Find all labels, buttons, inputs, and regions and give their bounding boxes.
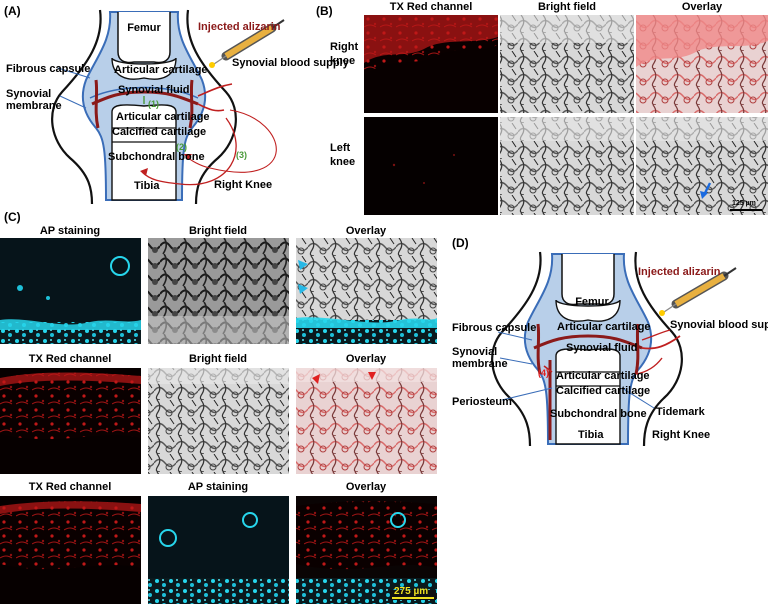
synovial-blood-supply-label-d: Synovial blood supply [670,319,768,331]
leg-outline-left [51,9,102,205]
articular-cartilage-bottom-label-a: Articular cartilage [116,111,210,123]
tidemark-label-d: Tidemark [656,406,705,418]
femur-label-a: Femur [127,22,161,34]
subchondral-bone-label-d: Subchondral bone [550,408,647,420]
c-r2-col1: TX Red channel [28,353,112,365]
injected-alizarin-label-a: Injected alizarin [198,21,281,33]
route-1-label: (1) [148,99,159,109]
panel-c-letter: (C) [4,210,21,224]
tibia-label-a: Tibia [134,180,160,192]
b-row-right-knee: Right knee [330,41,359,67]
calcified-cartilage-label-a: Calcified cartilage [112,126,207,138]
articular-cartilage-bottom-label-d: Articular cartilage [556,370,650,382]
subchondral-bone-label-a: Subchondral bone [108,151,205,163]
b-col-overlay: Overlay [681,1,723,13]
panel-c-micrographs [0,238,437,604]
panel-b-letter: (B) [316,4,333,18]
calcified-cartilage-label-d: Calcified cartilage [556,385,651,397]
synovial-membrane-line [91,90,199,106]
route-3-label: (3) [236,150,247,160]
syringe-icon [209,19,285,68]
panel-a-letter: (A) [4,4,21,18]
right-knee-label-a: Right Knee [214,179,273,191]
b-col-tx-red: TX Red channel [389,1,473,13]
panel-d-letter: (D) [452,236,469,250]
b-row-left-knee: Left knee [330,142,356,168]
c-r1-col2: Bright field [188,225,248,237]
fibrous-capsule-label-a: Fibrous capsule [6,63,91,75]
c-r2-col3: Overlay [345,353,387,365]
panel-b-micrographs [364,15,768,215]
articular-cartilage-top-label-a: Articular cartilage [114,64,208,76]
c-r3-col2: AP staining [187,481,249,493]
articular-cartilage-top-label-d: Articular cartilage [557,321,651,333]
knee-joint-diagram-a [51,9,285,205]
route-4-label: (4) [538,368,549,378]
c-r2-col2: Bright field [188,353,248,365]
c-r3-col1: TX Red channel [28,481,112,493]
b-col-bright-field: Bright field [537,1,597,13]
articular-cartilage-top-shape [111,57,177,80]
periosteum-label-d: Periosteum [452,396,512,408]
c-r3-col3: Overlay [345,481,387,493]
syringe-icon-d [659,267,737,316]
femur-shape [117,12,171,64]
c-scale-label: 275 µm [394,586,429,597]
synovial-membrane-label-a: Synovial membrane [6,88,62,112]
femur-label-d: Femur [575,296,609,308]
right-knee-label-d: Right Knee [652,429,711,441]
route-2-label: (2) [176,142,187,152]
synovial-fluid-label-a: Synovial fluid [118,84,190,96]
tibia-label-d: Tibia [578,429,604,441]
c-r1-col1: AP staining [39,225,101,237]
synovial-blood-supply-label-a: Synovial blood supply [232,57,349,69]
synovial-membrane-label-d: Synovial membrane [452,346,508,370]
c-r1-col3: Overlay [345,225,387,237]
fibrous-capsule-label-d: Fibrous capsule [452,322,537,334]
leg-outline-right [186,9,237,205]
knee-joint-diagram-d [491,251,737,447]
injected-alizarin-label-d: Injected alizarin [638,266,721,278]
synovial-fluid-label-d: Synovial fluid [566,342,638,354]
b-scale-label: 125 µm [732,200,756,207]
tibia-shape [111,104,177,201]
